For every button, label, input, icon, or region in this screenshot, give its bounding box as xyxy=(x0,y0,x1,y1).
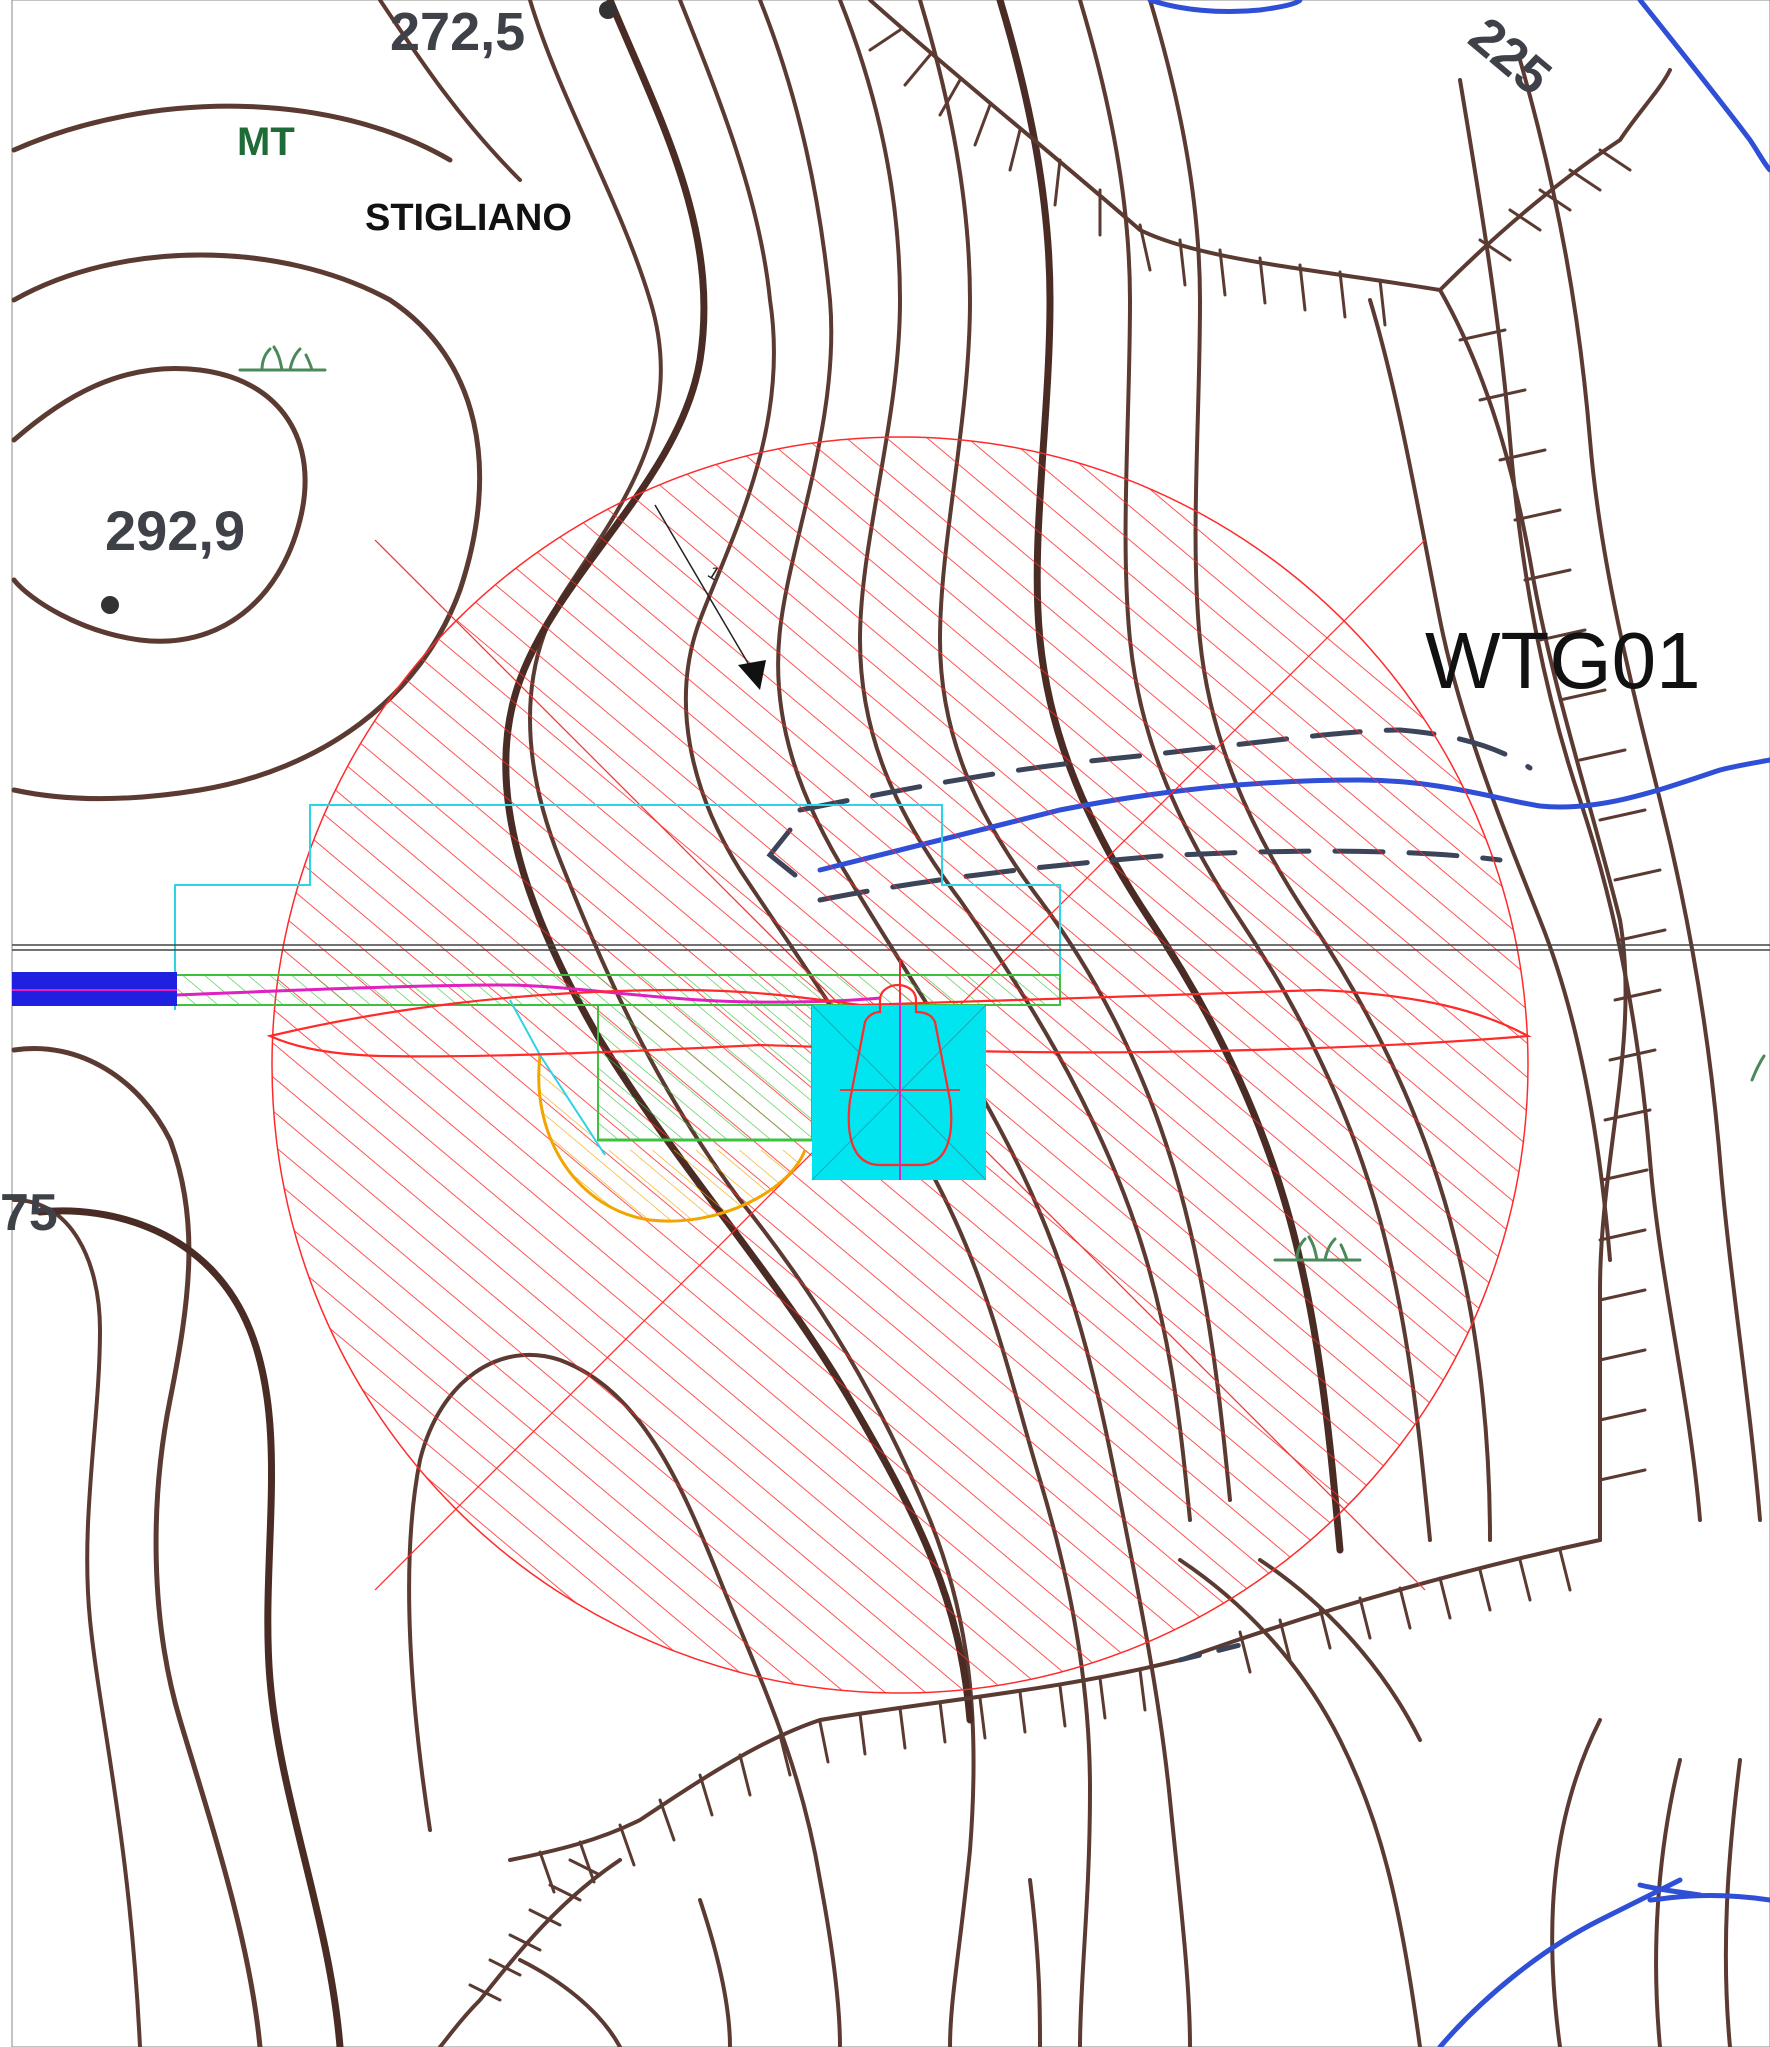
scarp-ticks xyxy=(468,1858,602,2002)
contour-line xyxy=(1028,1878,1042,2047)
crane-pad-boundary xyxy=(174,804,1061,1010)
track-line xyxy=(1177,1642,1243,1663)
stream-line xyxy=(1147,0,1303,15)
section-arrow-head xyxy=(738,660,766,690)
contour-line xyxy=(1550,1718,1602,2047)
spot-height-label: 292,9 xyxy=(105,499,245,562)
grass-icon xyxy=(1750,1054,1766,1082)
contour-line xyxy=(12,1198,142,2047)
contour-line xyxy=(11,1046,263,2047)
stream-line xyxy=(1437,1877,1683,2047)
scarp-ticks xyxy=(868,28,1387,327)
contour-line xyxy=(1258,1558,1422,1742)
contour-line xyxy=(378,0,522,182)
contour-line xyxy=(1178,1558,1422,2047)
spot-height-dot xyxy=(599,1,617,19)
turbine-foundation xyxy=(811,960,987,1181)
contour-line xyxy=(11,366,308,644)
contour-line xyxy=(1458,78,1702,1522)
spot-height-label: 272,5 xyxy=(390,2,525,62)
blade-outline xyxy=(266,988,1532,1058)
contour-line xyxy=(1723,1758,1742,2047)
municipality-label: STIGLIANO xyxy=(365,197,572,239)
scarp-ticks xyxy=(1478,148,1632,262)
cable-route-magenta xyxy=(176,983,881,1004)
turbine-id-label: WTG01 xyxy=(1425,616,1701,705)
contour-elevation-label: 75 xyxy=(0,1184,58,1242)
region-code-label: MT xyxy=(237,120,295,164)
excavation-arc xyxy=(538,1055,805,1222)
scarp-ticks xyxy=(1458,328,1667,1482)
contour-line xyxy=(1368,298,1612,1262)
crane-pad-outline xyxy=(174,804,1061,1010)
scarp-line xyxy=(1438,288,1628,1542)
scarp-line xyxy=(438,1858,622,2047)
vegetation-symbols xyxy=(238,345,1766,1262)
scarp-lines xyxy=(438,0,1672,2047)
contour-line xyxy=(698,1898,732,2047)
work-area xyxy=(597,1004,813,1141)
scarp-line xyxy=(1438,68,1672,292)
stream-line xyxy=(1637,0,1770,173)
grass-icon xyxy=(238,345,327,372)
contour-line-index xyxy=(36,1207,344,2047)
blade-shape xyxy=(266,988,1532,1058)
contour-line xyxy=(11,252,483,802)
contour-line xyxy=(11,103,453,163)
cable-route xyxy=(12,972,881,1006)
contour-line xyxy=(518,1958,622,2047)
scarp-line xyxy=(508,1538,1602,1862)
contour-line xyxy=(1518,58,1762,1522)
grass-icon xyxy=(1273,1235,1362,1262)
reference-line xyxy=(12,944,1770,951)
spot-height-dot xyxy=(101,596,119,614)
scarp-ticks xyxy=(538,1548,1572,1894)
stream-line xyxy=(1647,1893,1770,1903)
